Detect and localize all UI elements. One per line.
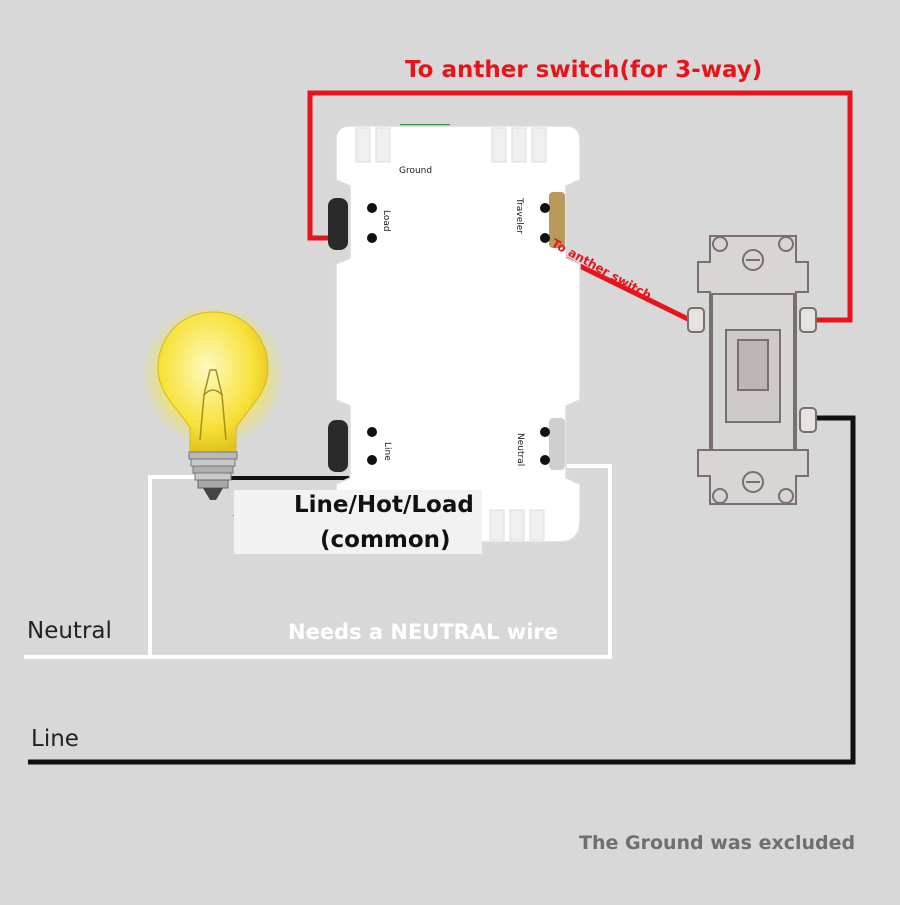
smart-switch-icon xyxy=(328,124,581,543)
line-wire xyxy=(28,415,856,765)
callout-box xyxy=(234,490,482,554)
light-bulb-icon xyxy=(141,303,285,500)
terminal-neutral-label: Neutral xyxy=(515,433,525,467)
three-way-toggle-switch-icon xyxy=(687,235,817,505)
callout-line2: (common) xyxy=(320,527,451,553)
callout-line1: Line/Hot/Load xyxy=(294,492,474,518)
terminal-ground-label: Ground xyxy=(399,166,433,176)
neutral-wire-label: Neutral xyxy=(27,618,112,644)
terminal-traveler-label: Traveler xyxy=(514,198,524,234)
neutral-to-switch xyxy=(150,464,612,659)
ground-excluded-note: The Ground was excluded xyxy=(579,832,856,854)
neutral-note: Needs a NEUTRAL wire xyxy=(288,620,558,644)
three-way-title: To anther switch(for 3-way) xyxy=(405,57,763,83)
terminal-line-label: Line xyxy=(382,442,392,461)
traveler-wire-top xyxy=(307,90,853,323)
neutral-loop xyxy=(148,475,196,657)
terminal-load-label: Load xyxy=(381,210,391,232)
line-wire-label: Line xyxy=(31,726,79,752)
